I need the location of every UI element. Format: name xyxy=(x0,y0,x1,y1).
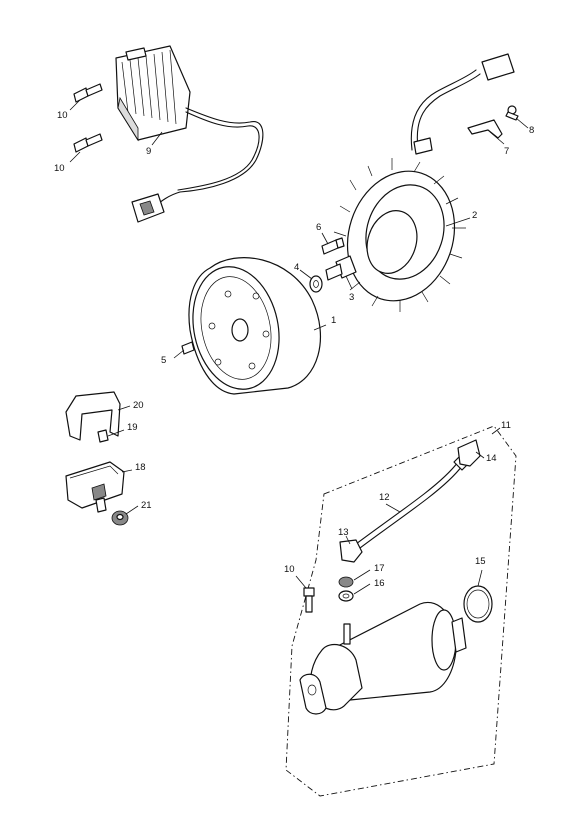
callout-14: 14 xyxy=(486,453,497,464)
callout-3: 3 xyxy=(349,292,354,303)
callout-16: 16 xyxy=(374,578,385,589)
callout-5: 5 xyxy=(161,355,166,366)
callout-10-upper-bolt: 10 xyxy=(57,110,68,121)
callout-10-lower-bolt: 10 xyxy=(54,163,65,174)
callout-7: 7 xyxy=(504,146,509,157)
callout-10-starter-bolt: 10 xyxy=(284,564,295,575)
flywheel-rotor xyxy=(188,257,321,395)
callout-8: 8 xyxy=(529,125,534,136)
callout-13: 13 xyxy=(338,527,349,538)
regulator-bolt-upper xyxy=(73,83,103,103)
bracket-screw xyxy=(97,429,109,443)
washer xyxy=(309,275,323,293)
starter-bolt xyxy=(303,587,315,613)
callout-18: 18 xyxy=(135,462,146,473)
flywheel-bolt xyxy=(325,255,357,281)
callout-20: 20 xyxy=(133,400,144,411)
starter-o-ring xyxy=(463,585,493,623)
callout-15: 15 xyxy=(475,556,486,567)
leader-lines xyxy=(69,99,529,595)
callout-4: 4 xyxy=(294,262,299,273)
stator-screw xyxy=(321,237,345,255)
starter-nut xyxy=(338,576,354,588)
woodruff-key xyxy=(181,341,195,355)
cable-clip xyxy=(467,119,503,139)
callout-12: 12 xyxy=(379,492,390,503)
callout-17: 17 xyxy=(374,563,385,574)
starter-relay xyxy=(65,461,125,513)
starter-motor xyxy=(299,601,467,715)
starter-lead-cable xyxy=(355,451,473,549)
callout-6: 6 xyxy=(316,222,321,233)
callout-11: 11 xyxy=(501,420,511,431)
relay-bracket xyxy=(65,391,121,441)
callout-2: 2 xyxy=(472,210,477,221)
terminal-cover xyxy=(339,539,363,563)
stator xyxy=(333,53,515,312)
callout-labels: 1 2 3 4 5 6 7 8 9 10 10 11 12 13 14 15 1… xyxy=(54,110,534,589)
clip-screw xyxy=(505,105,519,121)
callout-19: 19 xyxy=(127,422,138,433)
relay-nut xyxy=(111,510,129,526)
callout-1: 1 xyxy=(331,315,336,326)
regulator-rectifier xyxy=(115,45,264,223)
starter-washer xyxy=(338,590,354,602)
regulator-bolt-lower xyxy=(73,133,103,153)
callout-9: 9 xyxy=(146,146,151,157)
callout-21: 21 xyxy=(141,500,152,511)
lead-boot xyxy=(457,439,481,467)
